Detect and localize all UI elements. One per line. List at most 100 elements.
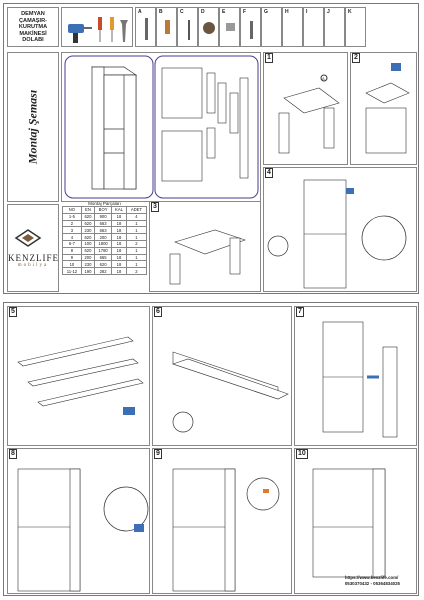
table-cell: 4 (125, 212, 148, 221)
table-cell: 900 (94, 212, 113, 221)
part-cell-k: K (345, 7, 366, 47)
step-6-drawing (172, 351, 289, 433)
step-5-panel: 5 (7, 306, 150, 446)
title-line: DOLABI (22, 37, 44, 44)
step-number: 10 (296, 449, 308, 459)
website-link[interactable]: https://www.kenzlife.com/ (344, 575, 399, 580)
table-cell: 620 (80, 212, 96, 221)
table-cell: 1800 (94, 239, 113, 248)
step-1-panel: 1 A (263, 52, 348, 165)
table-cell: 620 (80, 246, 96, 255)
drill-icon (68, 24, 84, 33)
cabinet-overview-drawing (64, 55, 259, 199)
part-letter: A (138, 9, 142, 15)
step-2-drawing (365, 63, 410, 154)
screwdriver-icon (98, 17, 102, 30)
step-number: 5 (9, 307, 17, 317)
part-cell-b: B (156, 7, 177, 47)
table-cell: 230 (80, 260, 96, 269)
table-header: EN (80, 206, 96, 214)
table-header: KAL (111, 206, 127, 214)
brand-subtitle: mobilya (17, 263, 49, 268)
parts-overview (61, 52, 261, 202)
parts-table-caption: Montaj Parçaları (88, 201, 121, 206)
drill-icon (134, 524, 144, 532)
step-7-drawing (322, 321, 398, 438)
table-cell: 8 (62, 246, 82, 255)
part-letter: B (159, 9, 163, 15)
table-cell: 18 (111, 246, 127, 255)
step-3-panel: 3 (149, 201, 261, 292)
part-letter: J (327, 9, 330, 15)
step-10-drawing (312, 468, 386, 578)
title-line: MAKİNESİ (19, 30, 47, 37)
part-letter: C (180, 9, 184, 15)
part-letter: E (222, 9, 226, 15)
screw-icon (188, 20, 190, 40)
brand-logo-box: KENZLIFE mobilya (7, 204, 59, 292)
table-cell: 18 (111, 239, 127, 248)
table-cell: 11-12 (62, 267, 82, 275)
step-1-drawing: A (278, 74, 340, 154)
table-cell: 282 (94, 267, 113, 275)
dowel-icon (165, 20, 170, 34)
required-tools (61, 7, 133, 47)
table-cell: 190 (80, 267, 96, 275)
section-title: Montaj Şeması (25, 89, 40, 165)
table-cell: 230 (80, 226, 96, 235)
part-cell-f: F (240, 7, 261, 47)
step-9-drawing (172, 468, 280, 592)
table-cell: 2 (125, 239, 148, 248)
table-cell: 620 (80, 219, 96, 228)
table-cell: 1 (125, 226, 148, 235)
drill-icon (391, 63, 401, 71)
assembly-sheet-bottom: 5 6 7 (3, 302, 419, 596)
contact-info: https://www.kenzlife.com/ 0530370432 - 0… (345, 575, 400, 587)
table-cell: 18 (111, 253, 127, 262)
part-letter: G (264, 9, 268, 15)
screw-icon (145, 18, 148, 40)
part-cell-g: G (261, 7, 282, 47)
table-cell: 9 (62, 253, 82, 262)
product-title: DEMYAN ÇAMAŞIR- KURUTMA MAKİNESİ DOLABI (7, 7, 59, 47)
table-cell: 10 (62, 260, 82, 269)
step-number: 3 (151, 202, 159, 212)
screwdriver-icon (110, 17, 114, 30)
table-cell: 1 (125, 233, 148, 241)
table-cell: 1-5 (62, 212, 82, 221)
step-8-drawing (17, 468, 149, 592)
part-cell-d: D (198, 7, 219, 47)
table-cell: 2 (125, 267, 148, 275)
part-letter: D (201, 9, 205, 15)
table-cell: 3 (62, 226, 82, 235)
step-2-panel: 2 (350, 52, 417, 165)
step-7-panel: 7 (294, 306, 417, 446)
step-9-panel: 9 (152, 448, 292, 594)
assembly-sheet-top: DEMYAN ÇAMAŞIR- KURUTMA MAKİNESİ DOLABI … (3, 3, 419, 294)
step-4-panel: 4 (263, 167, 417, 292)
bracket-icon (226, 23, 235, 31)
section-title-box: Montaj Şeması (7, 52, 59, 202)
part-cell-j: J (324, 7, 345, 47)
table-header: NO (62, 206, 82, 214)
part-letter: I (306, 9, 308, 15)
part-cell-i: I (303, 7, 324, 47)
table-cell: 620 (80, 233, 96, 241)
tools-illustration (68, 17, 128, 43)
table-cell: 18 (111, 226, 127, 235)
part-letter: H (285, 9, 289, 15)
table-cell: 1 (125, 219, 148, 228)
part-letter: K (348, 9, 352, 15)
brand-logo: KENZLIFE mobilya (8, 228, 58, 268)
step-number: 9 (154, 449, 162, 459)
brand-name: KENZLIFE (8, 253, 59, 263)
part-letter: F (243, 9, 247, 15)
table-cell: 665 (94, 253, 113, 262)
hammer-icon (120, 20, 128, 42)
